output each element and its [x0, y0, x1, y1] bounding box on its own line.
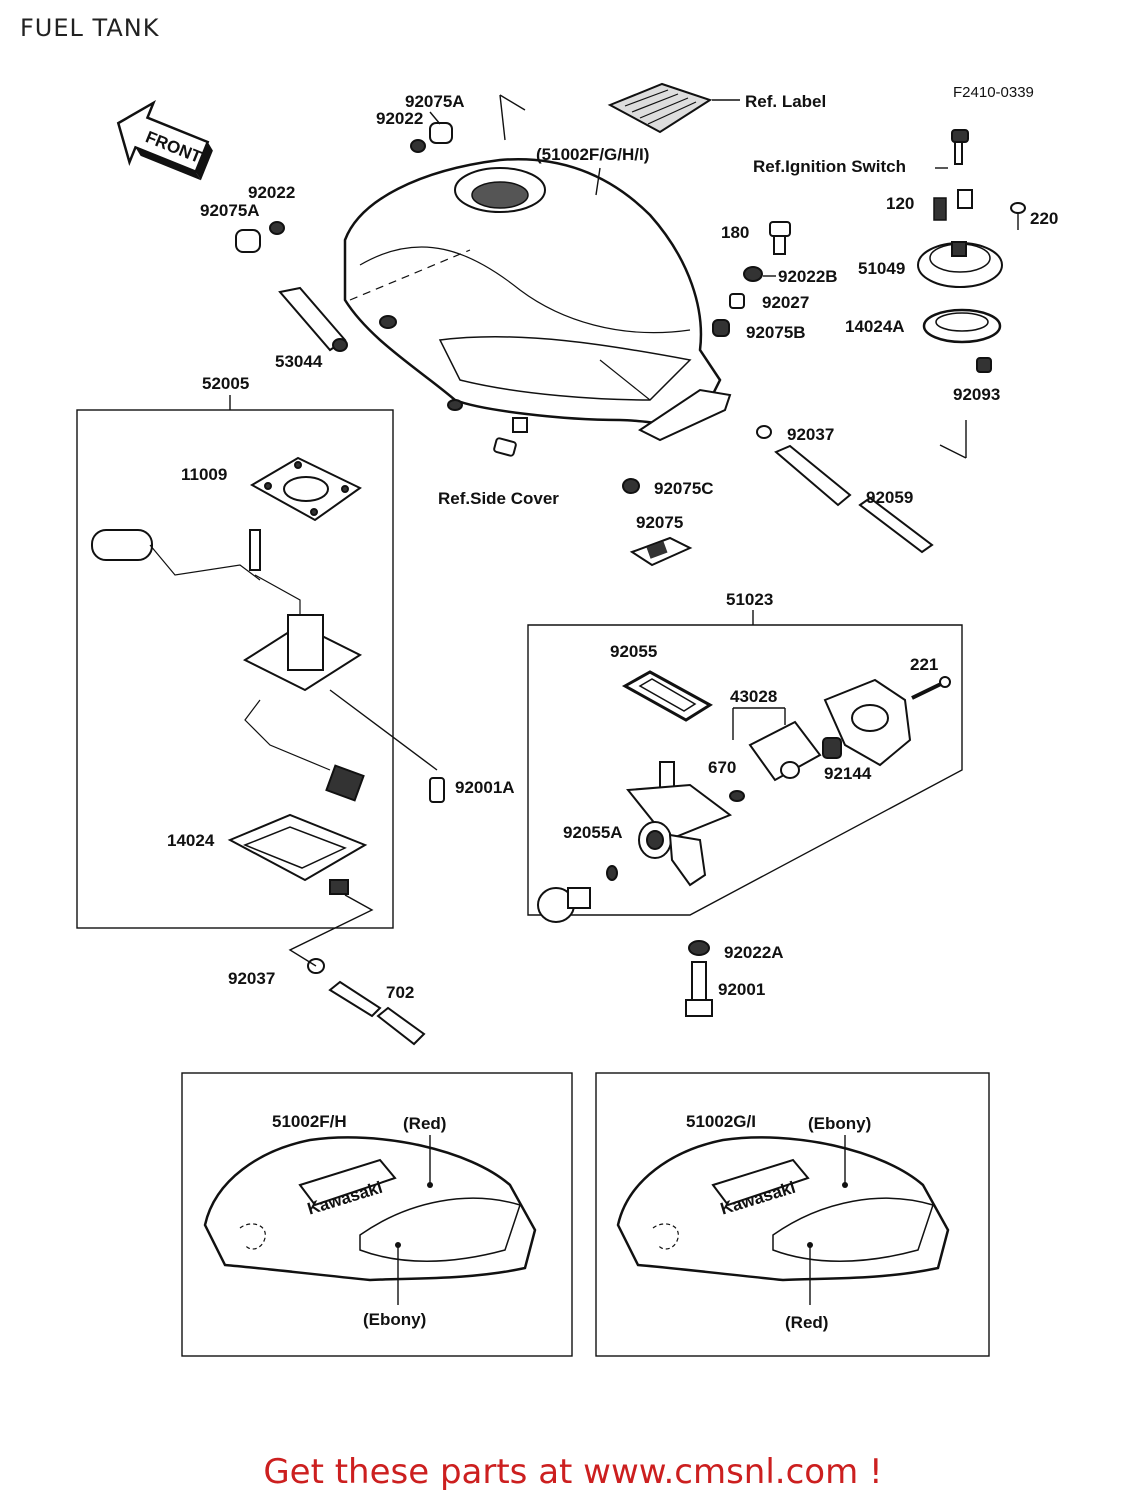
variant-2-part: 51002G/I: [686, 1112, 756, 1131]
variant-panel-1: [181, 1072, 573, 1357]
tap-knob: [537, 887, 591, 923]
label-670: 670: [708, 758, 736, 777]
label-92059: 92059: [866, 488, 913, 507]
label-43028: 43028: [730, 687, 777, 706]
label-92093: 92093: [953, 385, 1000, 404]
label-92075C: 92075C: [654, 479, 714, 498]
label-92075B: 92075B: [746, 323, 806, 342]
variant-1-bottom-color: (Ebony): [363, 1310, 426, 1329]
label-92001A: 92001A: [455, 778, 515, 797]
screw-220: [1010, 202, 1026, 230]
label-220: 220: [1030, 209, 1058, 228]
label-92022-top: 92022: [376, 109, 423, 128]
hose-53044: [278, 286, 348, 352]
oring-670: [729, 790, 745, 802]
label-120: 120: [886, 194, 914, 213]
pump-cover-14024: [227, 813, 368, 895]
label-92055: 92055: [610, 642, 657, 661]
ring-14024A: [922, 308, 1002, 344]
label-51049: 51049: [858, 259, 905, 278]
screw-221: [911, 676, 951, 700]
cover-43028-plate: [823, 678, 912, 767]
hose-702: [328, 980, 426, 1046]
ref-label-sticker: [607, 82, 740, 134]
fuel-tank-main: [343, 94, 732, 442]
label-92037-left: 92037: [228, 969, 275, 988]
label-92055A: 92055A: [563, 823, 623, 842]
variant-tank-2: [616, 1136, 950, 1282]
label-180: 180: [721, 223, 749, 242]
collar-92027: [729, 293, 745, 309]
gasket-11009: [249, 456, 362, 522]
bolt-92001A: [429, 777, 445, 803]
front-arrow-icon: FRONT: [116, 99, 213, 181]
variant-2-top-color: (Ebony): [808, 1114, 871, 1133]
grommet-92075C: [622, 478, 640, 494]
variant-panel-2: [595, 1072, 990, 1357]
label-tank-main: (51002F/G/H/I): [536, 145, 649, 164]
footer-link[interactable]: Get these parts at www.cmsnl.com !: [263, 1452, 883, 1492]
key-icon: [951, 129, 969, 165]
grommet-92075B: [712, 319, 730, 337]
variant-1-part: 51002F/H: [272, 1112, 347, 1131]
label-ref-ignition: Ref.Ignition Switch: [753, 157, 906, 176]
label-53044: 53044: [275, 352, 323, 371]
label-92144: 92144: [824, 764, 872, 783]
label-52005: 52005: [202, 374, 249, 393]
spring-92144: [822, 737, 842, 759]
bolt-180: [769, 221, 791, 255]
label-92022-left: 92022: [248, 183, 295, 202]
label-702: 702: [386, 983, 414, 1002]
ref-label-text: Ref. Label: [745, 92, 826, 111]
variant-2-bottom-color: (Red): [785, 1313, 828, 1332]
page-title: FUEL TANK: [20, 14, 160, 42]
figure-code: F2410-0339: [953, 84, 1034, 101]
label-51023: 51023: [726, 590, 773, 609]
fuel-sender-unit: [91, 529, 365, 802]
bolt-120: [933, 197, 947, 221]
label-92075: 92075: [636, 513, 683, 532]
gasket-92055: [621, 670, 713, 722]
washer-92022A: [688, 940, 710, 956]
variant-tank-1: [203, 1136, 537, 1282]
bolt-92001: [685, 961, 713, 1017]
label-92001: 92001: [718, 980, 765, 999]
hose-92059: [774, 444, 934, 554]
label-14024A: 14024A: [845, 317, 905, 336]
label-92027: 92027: [762, 293, 809, 312]
label-92022A: 92022A: [724, 943, 784, 962]
label-ref-side-cover: Ref.Side Cover: [438, 489, 559, 508]
label-14024: 14024: [167, 831, 215, 850]
label-92037-right: 92037: [787, 425, 834, 444]
label-92022B: 92022B: [778, 267, 838, 286]
grommet-92075A-top: [410, 122, 453, 153]
oring-92055A: [606, 865, 618, 881]
grommet-92075A-left: [235, 221, 285, 253]
nut-92093: [976, 357, 992, 373]
damper-92075: [629, 536, 693, 567]
damper-side-cover: [493, 417, 528, 457]
box-51023: [527, 624, 963, 916]
label-92075A-top: 92075A: [405, 92, 465, 111]
fuel-tap-body: [626, 761, 733, 887]
box-52005: [76, 409, 394, 929]
label-11009: 11009: [181, 465, 227, 484]
variant-1-top-color: (Red): [403, 1114, 446, 1133]
label-221: 221: [910, 655, 938, 674]
washer-92022B: [743, 266, 763, 282]
clip-92037-right: [756, 425, 772, 439]
cap-51049: [917, 189, 1003, 288]
label-92075A-left: 92075A: [200, 201, 260, 220]
diaphragm-43028: [748, 720, 822, 782]
